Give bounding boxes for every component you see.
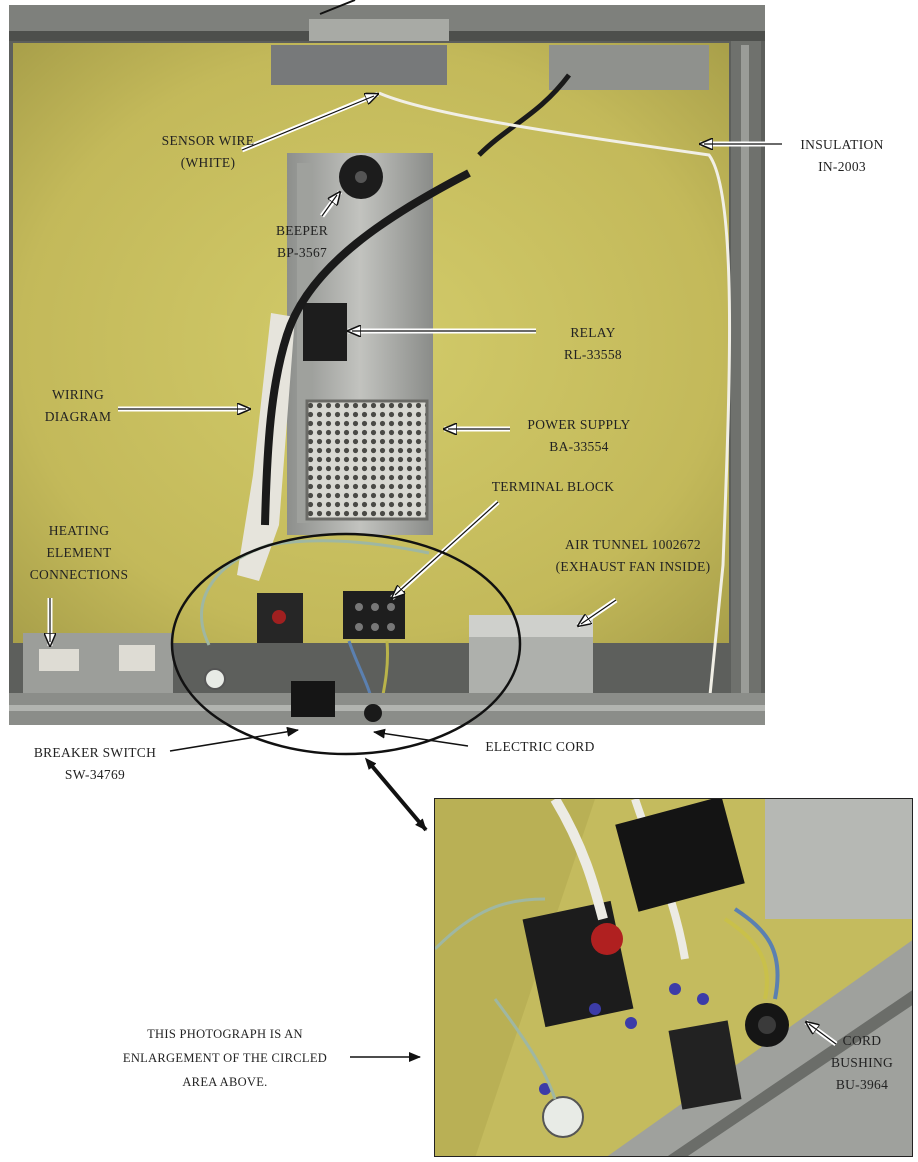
cord-bushing-label: CORD BUSHING BU-3964 [830,1033,894,1092]
insulation-label: INSULATION IN-2003 [800,137,884,174]
electric-cord-label: ELECTRIC CORD [485,739,595,754]
electric-cord-arrow [373,728,469,747]
breaker-switch-arrow [169,726,299,752]
power-supply-label: POWER SUPPLY BA-33554 [527,417,631,454]
breaker-switch-label: BREAKER SWITCH SW-34769 [33,745,157,782]
enlargement-note: THIS PHOTOGRAPH IS AN ENLARGEMENT OF THE… [122,1027,328,1089]
sensor-wire-label: SENSOR WIRE (WHITE) [161,133,255,170]
enlargement-link-arrow [364,757,428,832]
main-photograph [9,5,765,725]
circled-area [170,532,522,756]
relay-label: RELAY RL-33558 [564,325,622,362]
wiring-diagram-label: WIRING DIAGRAM [44,387,112,424]
heating-element-label: HEATING ELEMENT CONNECTIONS [29,523,129,582]
beeper-label: BEEPER BP-3567 [275,223,329,260]
relay-unit [303,303,347,361]
power-supply-unit [307,401,427,519]
enlargement-photograph [434,798,913,1157]
air-tunnel-label: AIR TUNNEL 1002672 (EXHAUST FAN INSIDE) [555,537,711,574]
terminal-block-label: TERMINAL BLOCK [491,479,615,494]
